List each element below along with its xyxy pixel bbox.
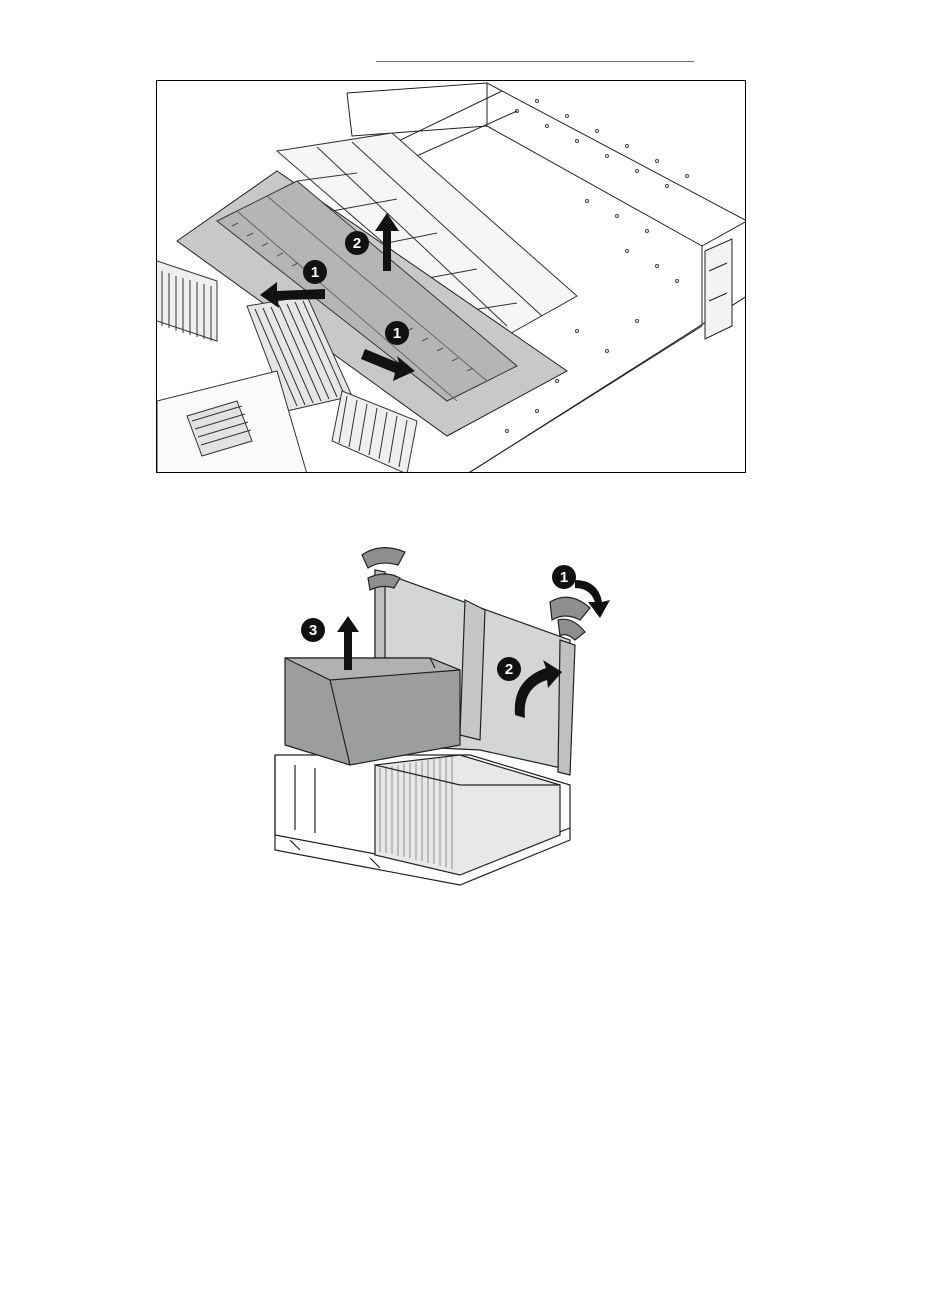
callout-step-1: 1	[552, 565, 576, 589]
hyperlink-underline[interactable]	[376, 58, 694, 62]
svg-text:1: 1	[560, 569, 568, 586]
callout-1b: 1	[385, 321, 409, 345]
callout-2: 2	[345, 231, 369, 255]
callout-step-2: 2	[497, 657, 521, 681]
callout-1a: 1	[303, 260, 327, 284]
chassis-illustration: 1 1 2	[157, 81, 746, 473]
figure-heatsink-removal: 1 2 3	[270, 540, 650, 890]
figure-air-baffle-removal: 1 1 2	[156, 80, 746, 473]
svg-text:2: 2	[505, 661, 513, 678]
heatsink-illustration: 1 2 3	[270, 540, 650, 890]
svg-text:3: 3	[309, 622, 317, 639]
callout-step-3: 3	[301, 618, 325, 642]
svg-text:1: 1	[311, 264, 319, 281]
svg-text:2: 2	[353, 235, 361, 252]
svg-text:1: 1	[393, 325, 401, 342]
